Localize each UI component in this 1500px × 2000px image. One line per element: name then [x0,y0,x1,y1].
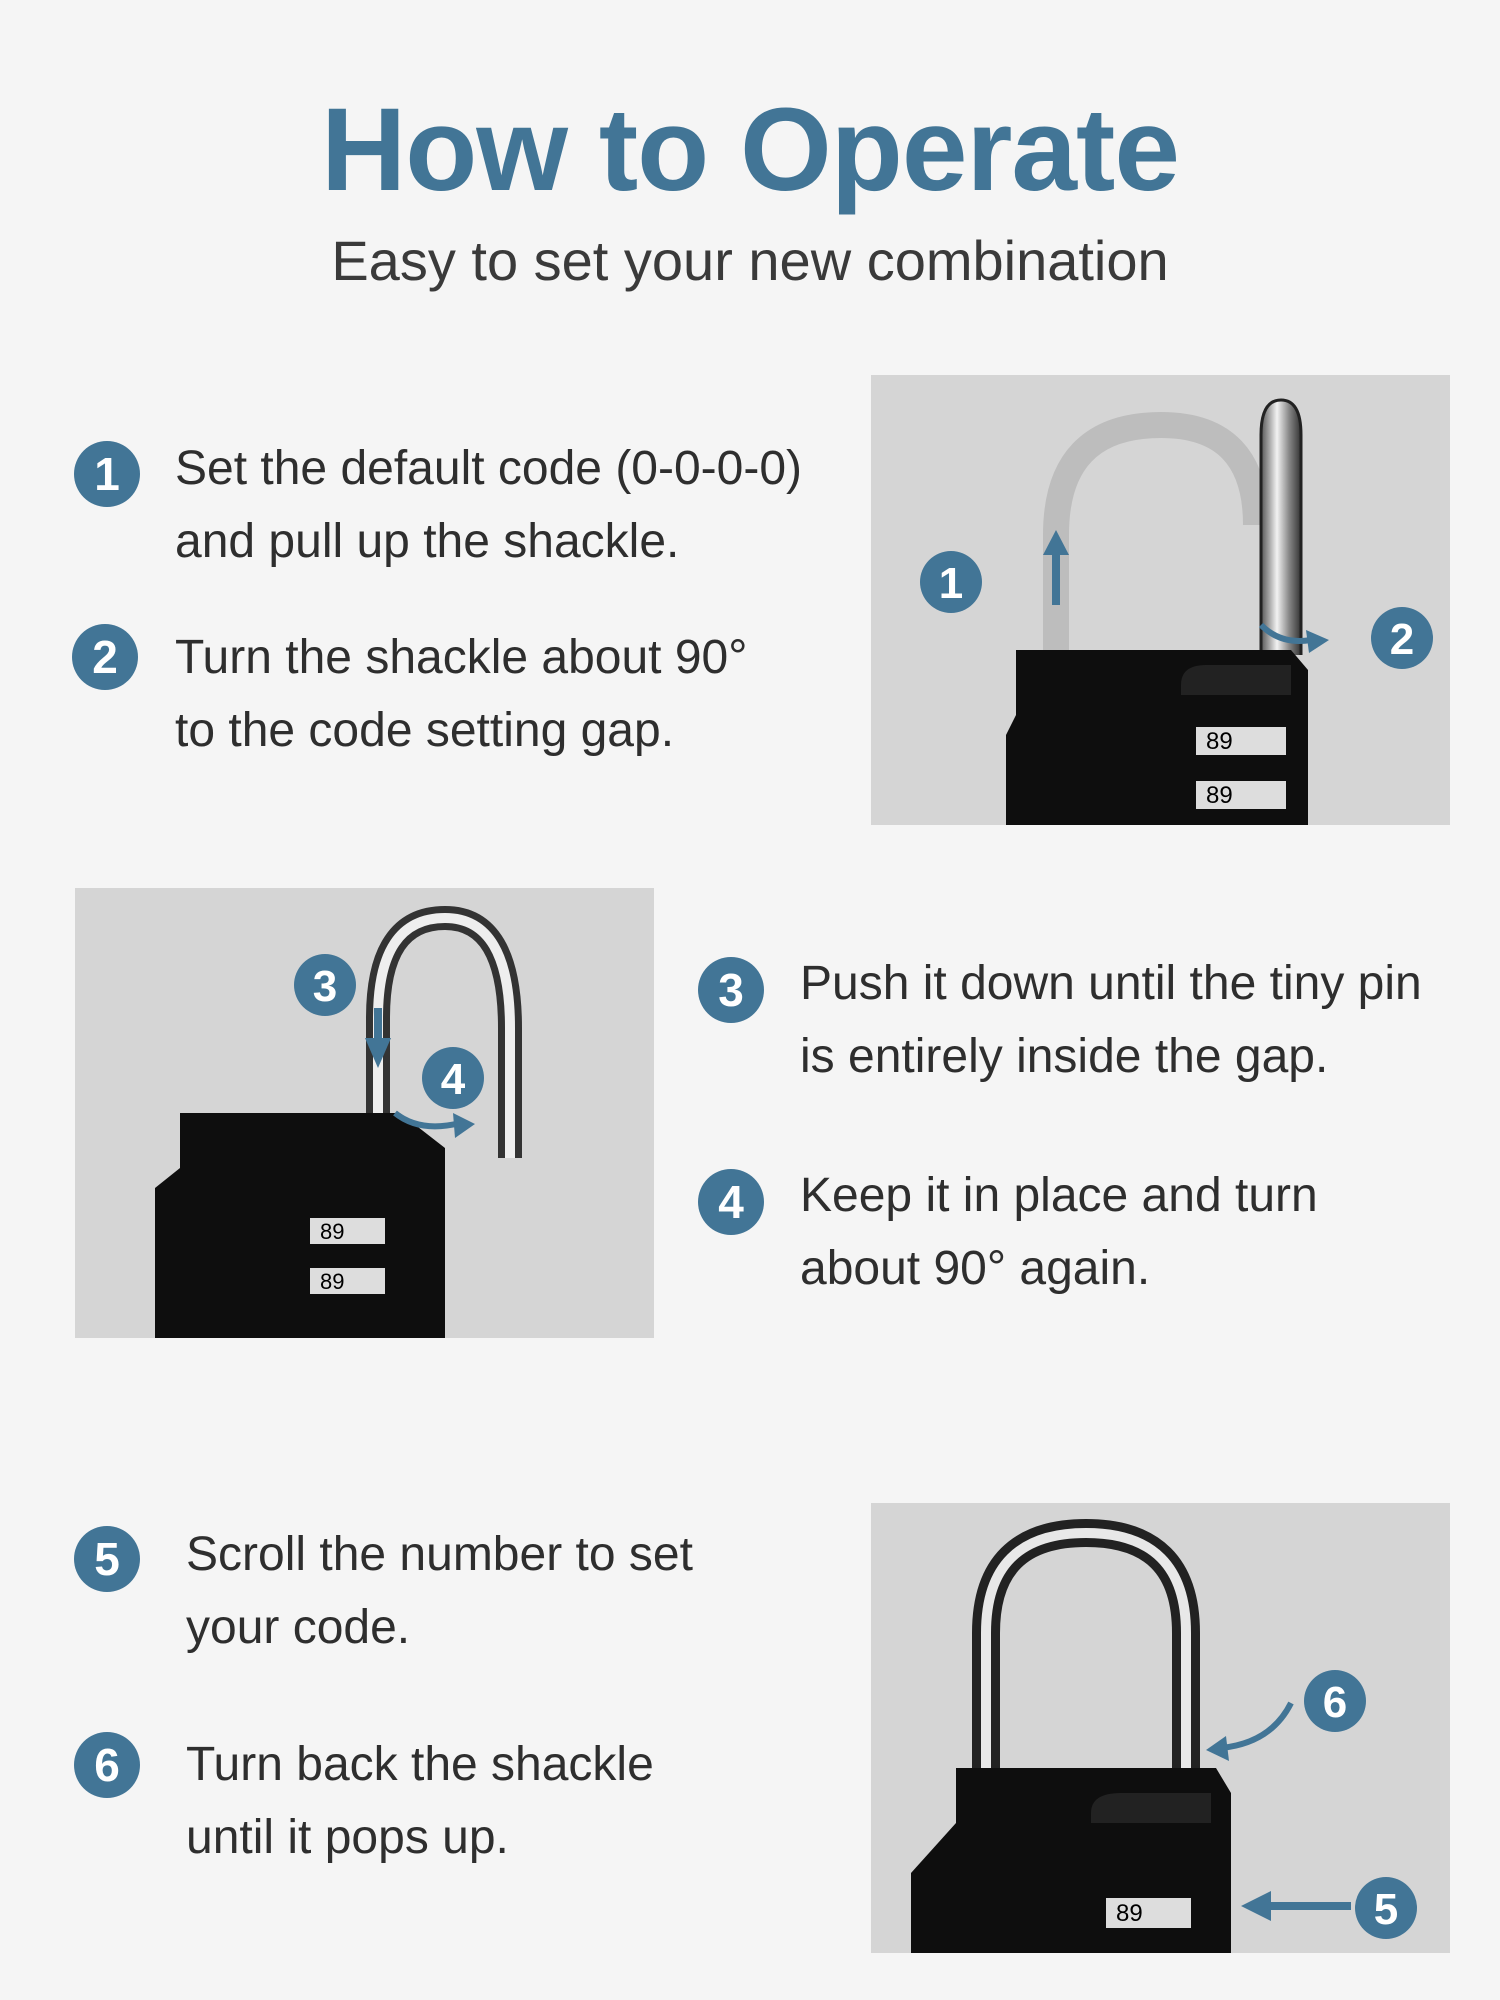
arrow-turn-icon [393,1110,461,1130]
callout-2-icon [1371,607,1433,669]
step-5-badge: 5 [74,1526,140,1592]
svg-text:6: 6 [1323,1678,1347,1727]
dial-digits: 89 [320,1269,344,1294]
step-4-badge: 4 [698,1169,764,1235]
dial-digits: 89 [1116,1900,1143,1927]
page-title: How to Operate [321,84,1180,216]
dial-digits: 89 [320,1219,344,1244]
step-1-badge: 1 [74,441,140,507]
callout-6-icon [1304,1670,1366,1732]
page-subtitle: Easy to set your new combination [331,229,1169,292]
arrow-turn-icon [1220,1701,1294,1751]
step-2-text: Turn the shackle about 90°to the code se… [175,631,748,757]
callout-3-icon [294,954,356,1016]
step-6-badge: 6 [74,1732,140,1798]
lock-body [155,1113,445,1338]
shackle [972,1518,1200,1783]
step-3-badge: 3 [698,957,764,1023]
padlock-photo-steps-3-4: 89 89 3 4 [75,888,654,1338]
shackle [1043,411,1269,655]
padlock-photo-steps-1-2: 89 89 1 2 [871,375,1450,825]
svg-text:2: 2 [1390,615,1414,664]
step-1-text: Set the default code (0-0-0-0)and pull u… [175,442,803,568]
dial-digits: 89 [1206,728,1233,755]
svg-text:1: 1 [939,559,963,608]
svg-text:4: 4 [441,1055,466,1104]
callout-4-icon [422,1047,484,1109]
callout-1-icon [920,551,982,613]
callout-5-icon [1355,1877,1417,1939]
svg-text:5: 5 [1374,1885,1398,1934]
arrow-turn-icon [1258,622,1312,644]
svg-text:3: 3 [313,962,337,1011]
dial-digits: 89 [1206,782,1233,809]
step-2-badge: 2 [72,624,138,690]
padlock-photo-steps-5-6: 89 6 5 [871,1503,1450,1953]
